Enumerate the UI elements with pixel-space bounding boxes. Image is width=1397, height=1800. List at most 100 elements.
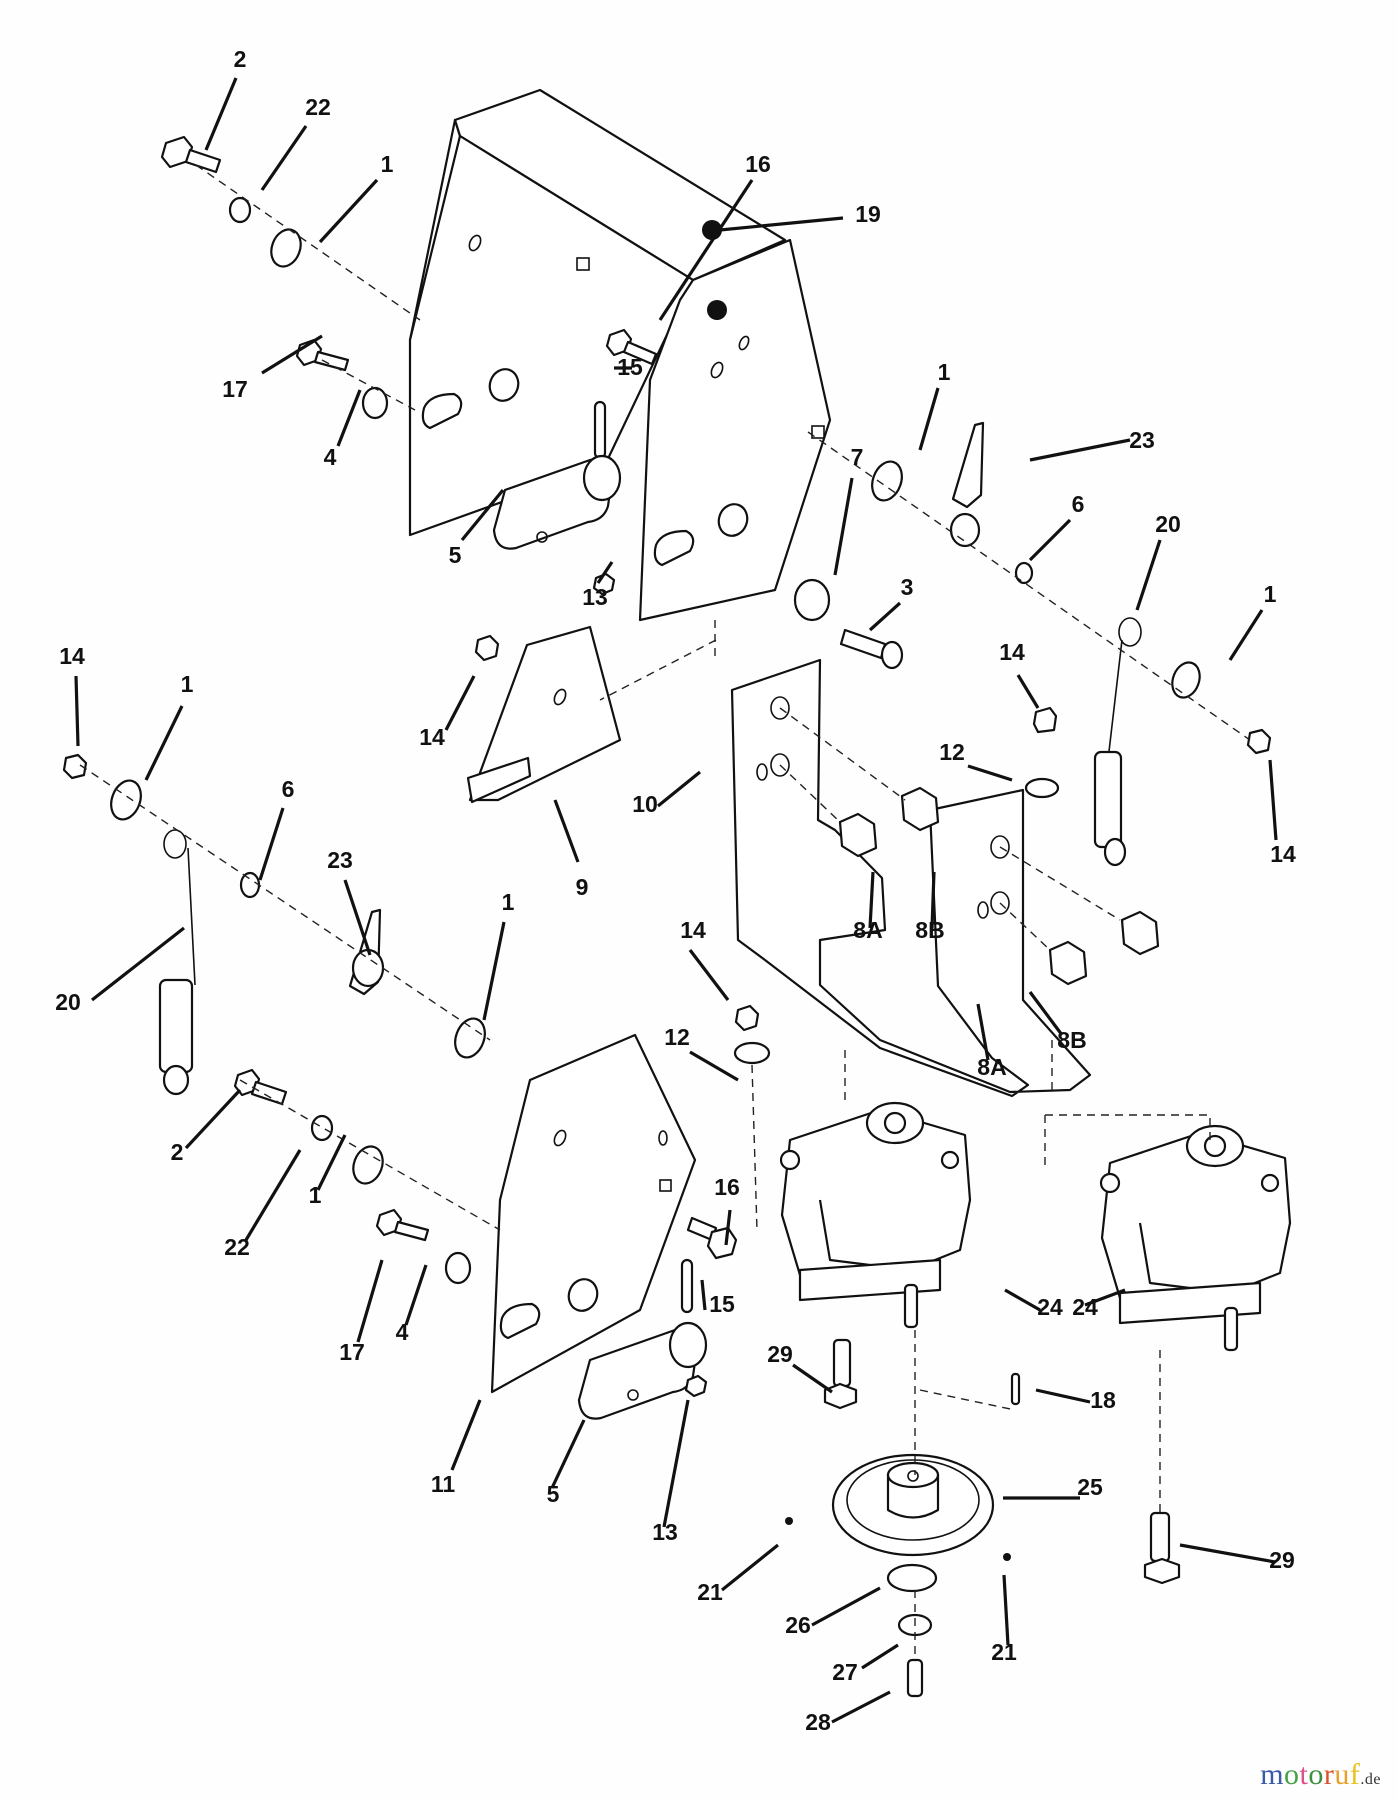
callout-17: 17 (339, 1339, 365, 1365)
leader-line (1084, 1288, 1126, 1307)
leader-line (724, 1209, 732, 1246)
callout-2: 2 (171, 1139, 184, 1165)
watermark-letter: o (1284, 1758, 1300, 1791)
callout-8b: 8B (1057, 1027, 1086, 1053)
callout-13: 13 (652, 1519, 678, 1545)
callout-7: 7 (851, 444, 864, 470)
hydrostatic-pump-left (779, 1101, 972, 1329)
callout-16: 16 (745, 151, 771, 177)
callout-24: 24 (1072, 1294, 1098, 1320)
leader-line (144, 705, 184, 781)
callout-29: 29 (1269, 1547, 1295, 1573)
callout-1: 1 (309, 1182, 322, 1208)
callout-22: 22 (305, 94, 331, 120)
leader-line (700, 1279, 707, 1311)
callout-6: 6 (1072, 491, 1085, 517)
callout-5: 5 (449, 542, 462, 568)
callout-24: 24 (1037, 1294, 1063, 1320)
callout-8a: 8A (853, 917, 882, 943)
leader-line (1028, 991, 1064, 1036)
leader-line (444, 675, 476, 731)
callout-20: 20 (1155, 511, 1181, 537)
callout-1: 1 (181, 671, 194, 697)
leader-line (316, 1134, 347, 1191)
callout-23: 23 (327, 847, 353, 873)
leader-line (1016, 674, 1040, 709)
callout-17: 17 (222, 376, 248, 402)
leader-line (450, 1399, 482, 1471)
leader-line (1135, 539, 1162, 611)
callout-14: 14 (1270, 841, 1296, 867)
leader-line (596, 561, 614, 584)
callout-29: 29 (767, 1341, 793, 1367)
callout-4: 4 (324, 444, 337, 470)
leader-line (404, 1264, 428, 1326)
callout-19: 19 (855, 201, 881, 227)
watermark-letter: r (1323, 1758, 1335, 1791)
leader-line (553, 799, 580, 863)
callout-8a: 8A (977, 1054, 1006, 1080)
callout-12: 12 (939, 739, 965, 765)
leader-line (658, 179, 754, 321)
assembly-guide-lines (79, 164, 1251, 1660)
callout-14: 14 (419, 724, 445, 750)
leader-line (74, 675, 80, 747)
callout-8b: 8B (915, 917, 944, 943)
callout-1: 1 (502, 889, 515, 915)
watermark-text: motoruf (1260, 1758, 1360, 1791)
watermark-letter: t (1299, 1758, 1309, 1791)
leader-line (356, 1259, 384, 1343)
leader-line (689, 1050, 739, 1082)
leader-line (811, 1586, 881, 1627)
callout-11: 11 (431, 1471, 456, 1497)
callout-2: 2 (234, 46, 247, 72)
leader-line (792, 1363, 833, 1394)
lower-left-assembly (62, 753, 771, 1420)
leader-line (91, 926, 185, 1002)
callout-10: 10 (632, 791, 658, 817)
callout-15: 15 (617, 354, 643, 380)
leader-line (1228, 609, 1264, 661)
angle-bracket (466, 625, 622, 804)
callout-1: 1 (1264, 581, 1277, 607)
leader-line (656, 770, 702, 808)
callout-14: 14 (999, 639, 1025, 665)
leader-line (868, 871, 875, 929)
leader-line (318, 178, 379, 244)
callout-5: 5 (547, 1481, 560, 1507)
callout-leader-lines (74, 77, 1278, 1724)
leader-line (831, 1690, 891, 1724)
leader-line (1004, 1288, 1041, 1312)
leader-line (861, 1643, 899, 1670)
callout-14: 14 (680, 917, 706, 943)
callout-25: 25 (1077, 1474, 1103, 1500)
callout-3: 3 (901, 574, 914, 600)
callout-4: 4 (396, 1319, 409, 1345)
callout-21: 21 (697, 1579, 723, 1605)
callout-13: 13 (582, 584, 608, 610)
callout-18: 18 (1090, 1387, 1116, 1413)
callout-labels: 2221174513151619231763201141214141614910… (55, 46, 1296, 1735)
watermark-letter: o (1308, 1758, 1324, 1791)
callout-12: 12 (664, 1024, 690, 1050)
leader-line (930, 871, 936, 929)
watermark-suffix: .de (1360, 1771, 1381, 1788)
pump-mount-bracket (730, 658, 1160, 1098)
leader-line (833, 477, 854, 576)
leader-line (343, 879, 372, 956)
leader-line (460, 488, 505, 542)
leader-line (258, 807, 285, 881)
leader-line (976, 1003, 990, 1061)
watermark-letter: u (1334, 1758, 1350, 1791)
callout-1: 1 (938, 359, 951, 385)
leader-line (868, 601, 902, 632)
callout-21: 21 (991, 1639, 1017, 1665)
upper-fasteners (160, 135, 1272, 867)
leader-line (719, 216, 844, 232)
callout-20: 20 (55, 989, 81, 1015)
upper-bracket-assembly (408, 88, 832, 622)
leader-line (336, 389, 362, 447)
watermark-letter: f (1349, 1758, 1361, 1791)
callout-15: 15 (709, 1291, 735, 1317)
